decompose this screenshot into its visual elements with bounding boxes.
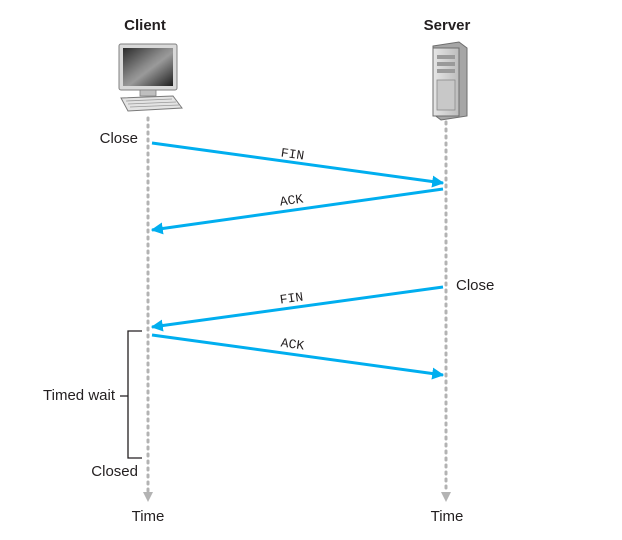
- message-label: ACK: [279, 191, 304, 209]
- message-label: ACK: [280, 336, 305, 354]
- client-close-label: Close: [100, 130, 138, 147]
- timed-wait-bracket: [120, 330, 142, 459]
- server-header: Server: [424, 17, 471, 34]
- ack-arrow-client-to-server: [151, 333, 445, 380]
- server-close-label: Close: [456, 277, 494, 294]
- fin-arrow-server-to-client: [150, 285, 444, 332]
- message-label: FIN: [280, 146, 305, 164]
- client-timeline-arrowhead: [143, 492, 153, 502]
- client-time-label: Time: [132, 508, 165, 525]
- server-timeline-arrowhead: [441, 492, 451, 502]
- server-tower-icon: [432, 41, 468, 121]
- fin-arrow-client-to-server: [151, 141, 445, 188]
- ack-arrow-server-to-client: [150, 187, 444, 235]
- closed-label: Closed: [91, 463, 138, 480]
- client-header: Client: [124, 17, 166, 34]
- desktop-computer-icon: [118, 43, 183, 112]
- message-label: FIN: [279, 290, 304, 308]
- timed-wait-label: Timed wait: [43, 387, 116, 404]
- server-time-label: Time: [431, 508, 464, 525]
